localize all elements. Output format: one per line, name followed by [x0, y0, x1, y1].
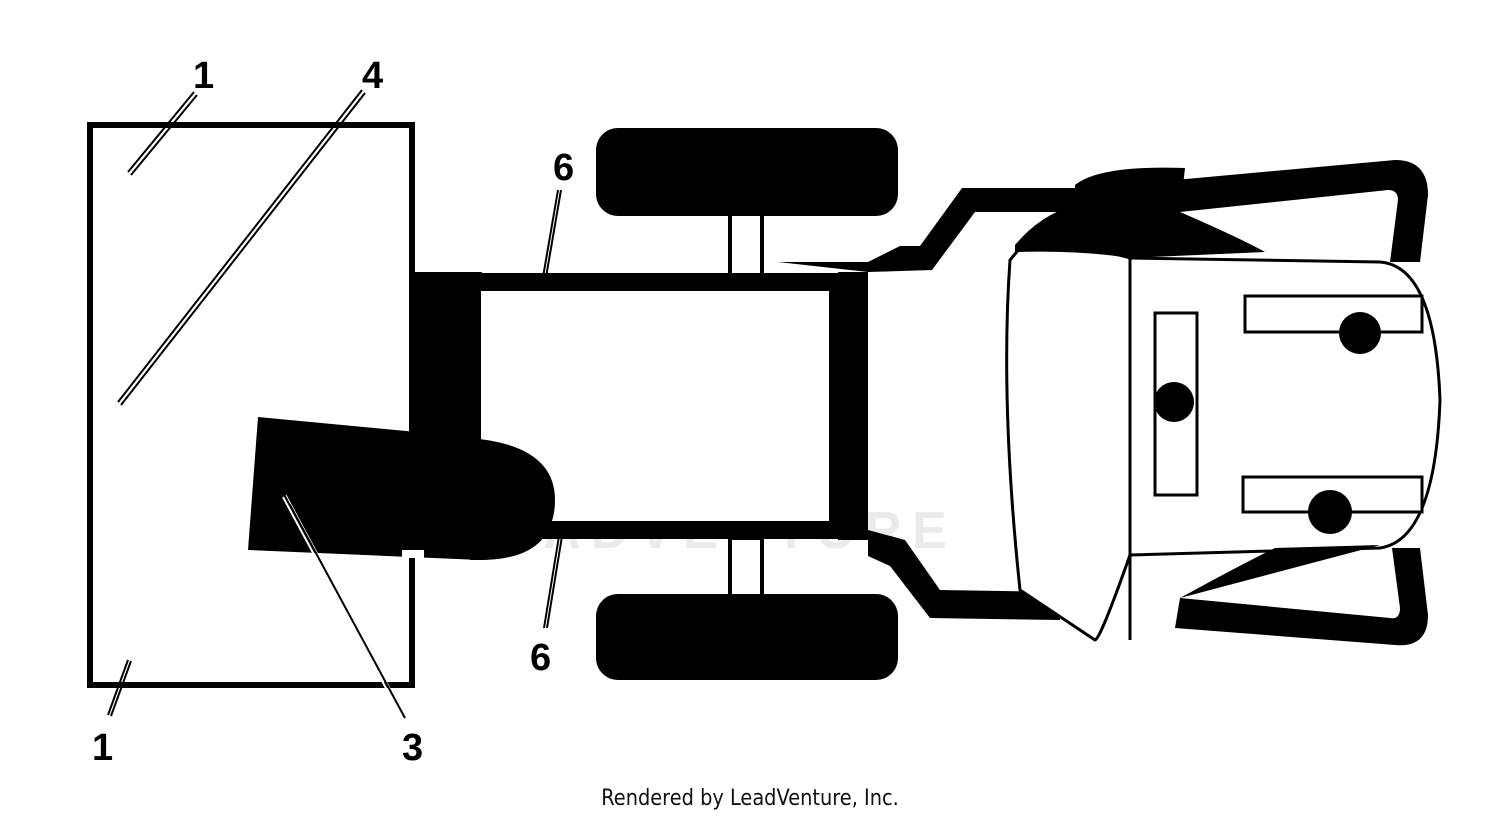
discharge-chute-front — [470, 438, 555, 560]
leader-3 — [282, 496, 403, 719]
render-credit: Rendered by LeadVenture, Inc. — [601, 786, 899, 811]
handle-bottom — [1175, 548, 1428, 646]
control-knob-bottom — [1308, 490, 1352, 534]
leader-1-top — [127, 91, 195, 173]
callout-4: 4 — [362, 55, 383, 97]
leader-1-bottom-b — [110, 660, 132, 717]
leader-lines — [107, 89, 564, 719]
control-knob-center — [1154, 382, 1194, 422]
leader-4 — [117, 89, 363, 403]
axle-bottom — [728, 536, 764, 600]
leader-6-bottom — [543, 529, 561, 629]
callout-3: 3 — [402, 727, 423, 769]
chute-tab — [402, 550, 424, 558]
wheel-top — [596, 128, 898, 216]
engine-hood — [1005, 246, 1442, 642]
leader-6-bottom-b — [546, 529, 564, 629]
steering-link-bottom — [868, 530, 1060, 620]
leader-6-top — [541, 189, 559, 284]
steering-link-top — [778, 188, 1080, 272]
control-slot-top — [1243, 294, 1424, 334]
handle-top — [1175, 160, 1428, 262]
axle-top — [728, 208, 764, 277]
mower-deck — [87, 122, 415, 688]
hood-top-cap — [1015, 167, 1265, 258]
hood-bottom-cap — [1180, 545, 1380, 598]
wheel-bottom — [596, 594, 898, 680]
leader-3-c — [289, 504, 406, 719]
control-knob-top — [1339, 312, 1381, 354]
leader-6-top-b — [544, 189, 562, 284]
callout-6-bottom: 6 — [530, 637, 551, 679]
callout-1-top: 1 — [193, 55, 214, 97]
leader-4-b — [120, 92, 366, 406]
callout-1-bottom: 1 — [92, 727, 113, 769]
leader-1-bottom — [107, 659, 129, 716]
front-rail — [838, 272, 868, 540]
callout-6-top: 6 — [553, 147, 574, 189]
leader-1-top-b — [130, 94, 198, 176]
